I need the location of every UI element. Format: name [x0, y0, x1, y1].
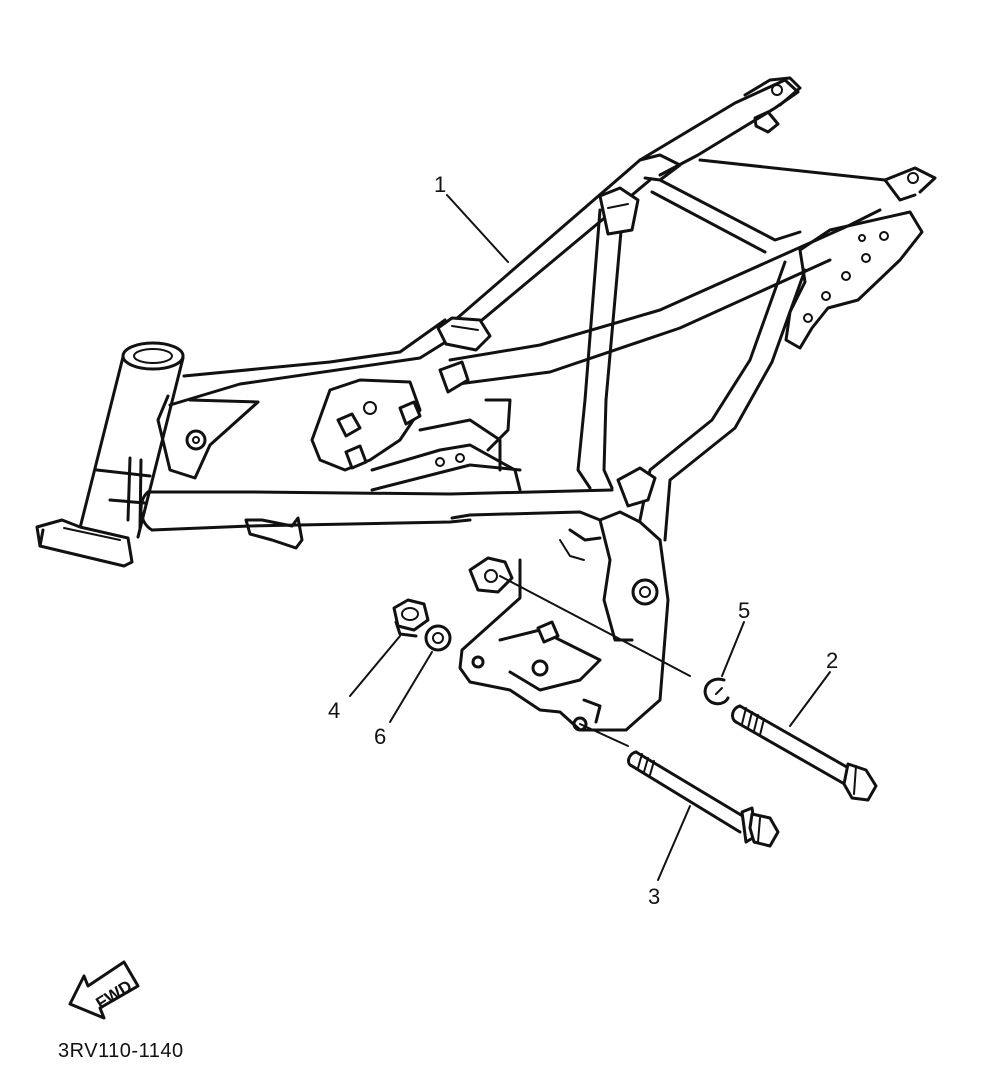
callout-number-3: 3	[648, 884, 660, 909]
callout-2: 2	[789, 648, 838, 727]
callout-number-2: 2	[826, 648, 838, 673]
rear-bracket-plate	[784, 210, 924, 350]
circlip-part-5	[703, 677, 730, 706]
callout-3: 3	[648, 805, 691, 909]
callout-number-4: 4	[328, 698, 340, 723]
steering-head-tube	[35, 341, 185, 568]
swingarm-pivot-bracket	[450, 510, 670, 732]
forward-direction-arrow-icon: FWD	[68, 960, 140, 1020]
callout-6: 6	[374, 651, 433, 749]
washer-part-6	[424, 624, 452, 652]
nut-part-4	[392, 598, 430, 638]
callout-5: 5	[721, 598, 750, 677]
callout-number-1: 1	[434, 172, 446, 197]
rear-mount-tab	[743, 76, 802, 134]
callout-1: 1	[434, 172, 509, 263]
motorcycle-frame	[35, 76, 937, 732]
diagram-code-label: 3RV110-1140	[58, 1040, 184, 1062]
bolt-part-3	[627, 750, 780, 848]
bolt-part-2	[731, 704, 878, 802]
callout-number-6: 6	[374, 724, 386, 749]
callout-4: 4	[328, 635, 401, 723]
engine-mount-bracket-left	[310, 378, 422, 472]
callout-number-5: 5	[738, 598, 750, 623]
